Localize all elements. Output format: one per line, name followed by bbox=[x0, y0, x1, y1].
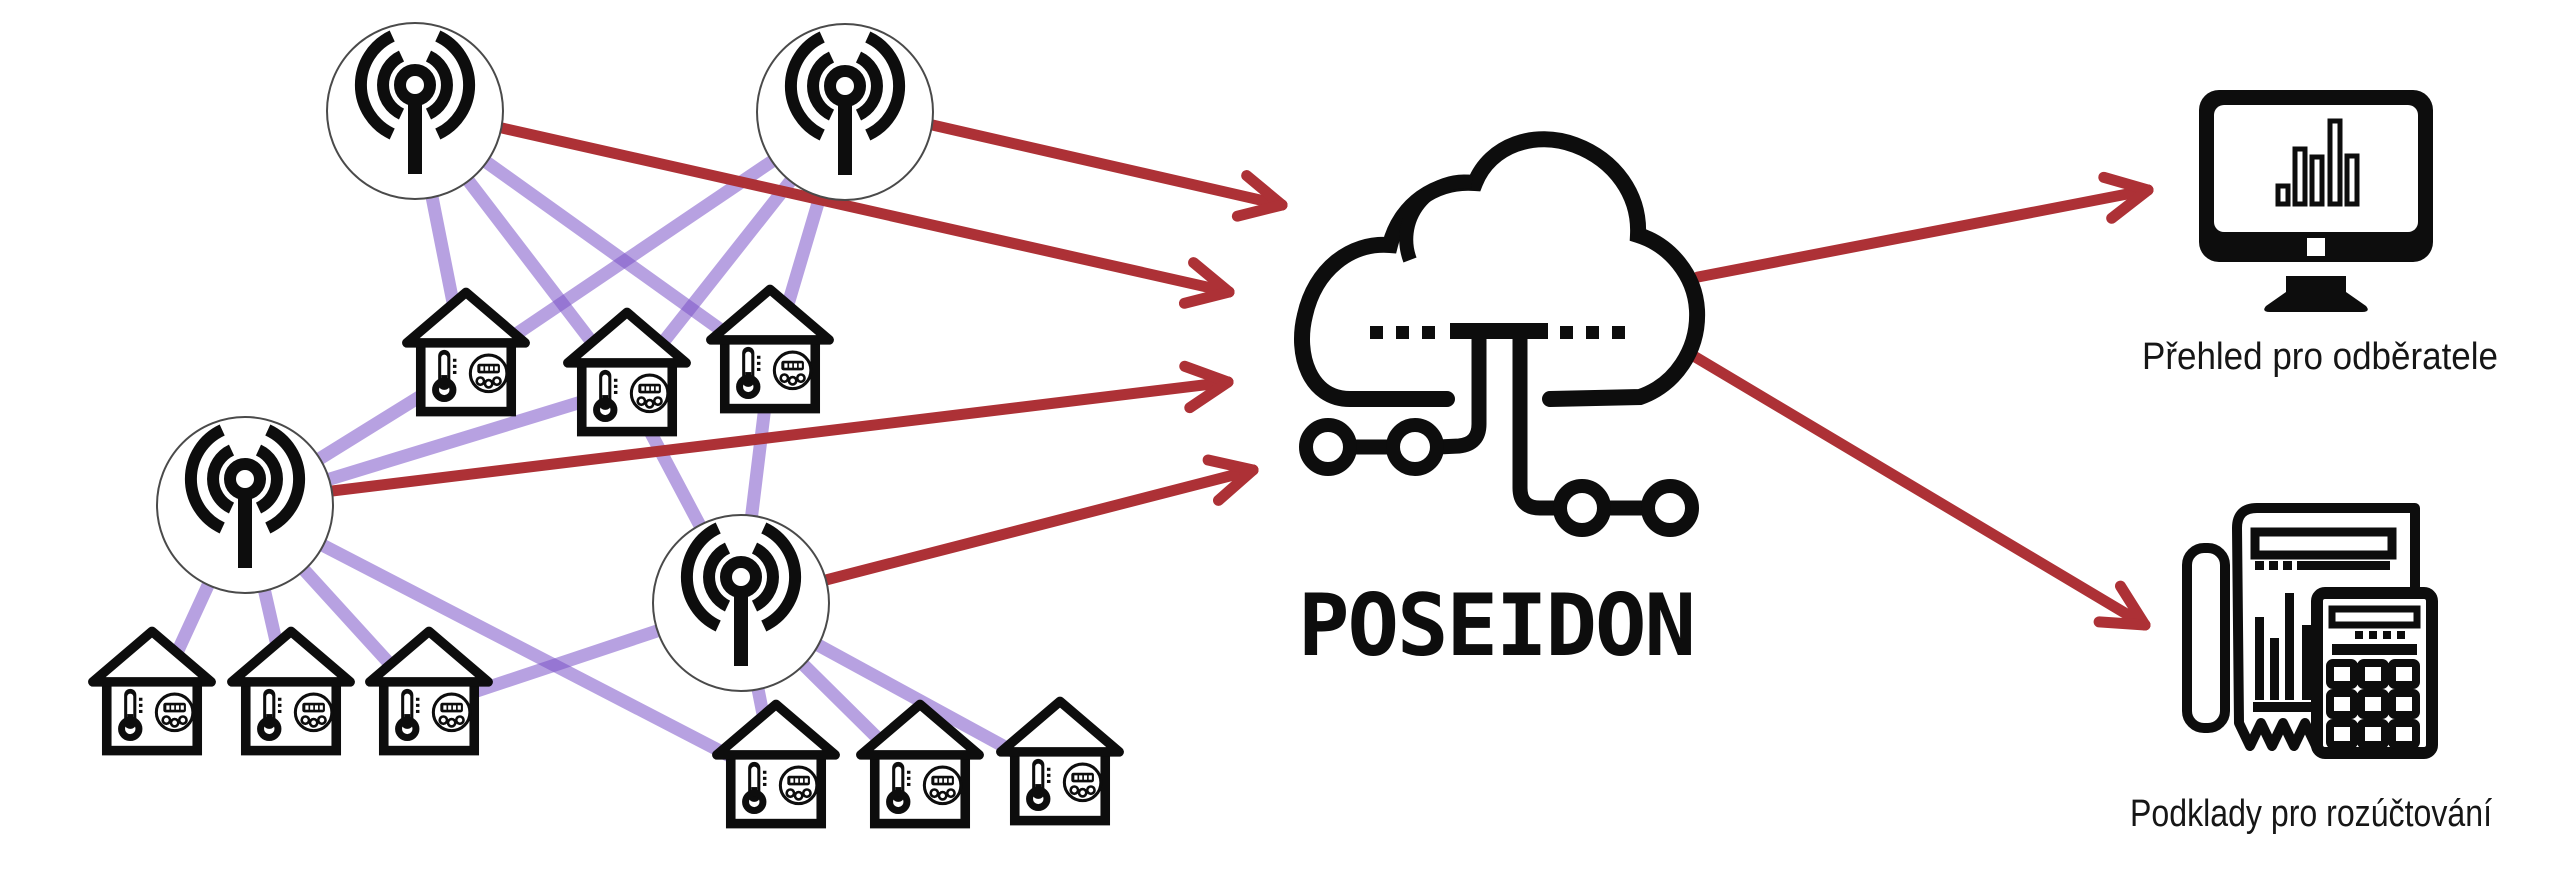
billing-documents-label: Podklady pro rozúčtování bbox=[2130, 793, 2492, 835]
gateway-2-to-cloud-arrow bbox=[922, 118, 1288, 222]
house-9-node bbox=[1001, 701, 1119, 820]
house-4-node bbox=[93, 631, 211, 750]
house-7-node bbox=[717, 704, 835, 823]
billing-documents-node bbox=[2187, 508, 2432, 753]
house-6-node bbox=[370, 631, 488, 750]
gateway-4-antenna-node bbox=[653, 515, 829, 691]
house-3-node bbox=[711, 289, 829, 408]
gateway-3-antenna-node bbox=[157, 417, 333, 593]
house-1-node bbox=[407, 292, 525, 411]
poseidon-wordmark: POSEIDON bbox=[1298, 576, 1694, 676]
poseidon-cloud-node bbox=[1302, 139, 1697, 530]
cloud-to-consumer-dashboard-arrow bbox=[1692, 171, 2154, 283]
diagram-nodes-layer bbox=[93, 23, 2433, 824]
gateway-1-to-cloud-arrow bbox=[496, 122, 1235, 309]
gateway-1-antenna-node bbox=[327, 23, 503, 199]
gateway-3-to-cloud-arrow bbox=[326, 360, 1234, 497]
gateway-2-antenna-node bbox=[757, 24, 933, 200]
data-flow-arrows-layer bbox=[326, 118, 2154, 631]
gateway-4-to-cloud-arrow bbox=[816, 454, 1259, 587]
consumer-dashboard-label: Přehled pro odběratele bbox=[2142, 336, 2498, 378]
house-5-node bbox=[232, 631, 350, 750]
cloud-to-billing-documents-arrow bbox=[1686, 349, 2151, 631]
consumer-dashboard-node bbox=[2199, 90, 2433, 312]
labels-layer: POSEIDON Přehled pro odběratele Podklady… bbox=[1298, 336, 2498, 835]
mesh-link-gateway-3-house-7 bbox=[238, 498, 783, 787]
